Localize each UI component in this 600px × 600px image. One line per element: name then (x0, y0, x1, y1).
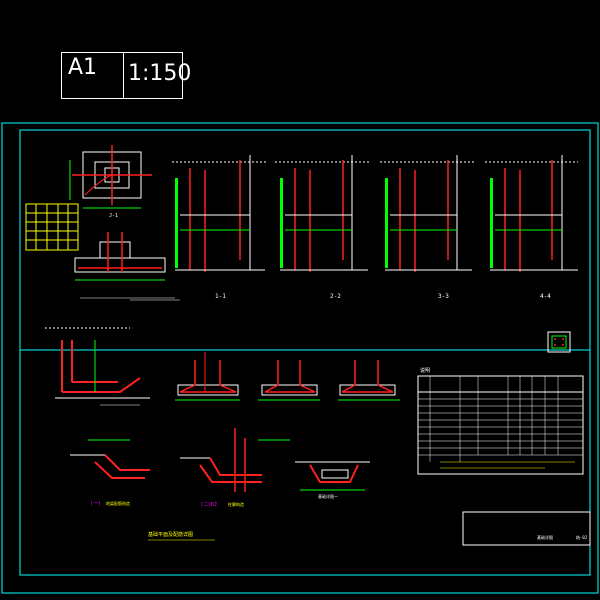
detail-3-label: 基础详图一 (318, 493, 338, 499)
bottom-caption: 基础平面及配筋详图 (148, 531, 193, 538)
footing-detail-c (338, 360, 400, 401)
section-4-label: 4-4 (540, 293, 551, 300)
column-footing-kz-detail: (二)KZ 柱脚构造 (180, 428, 290, 508)
drawing-frame (19, 129, 591, 576)
detail-1-label: (一) (90, 501, 101, 507)
column-elevation-4: 4-4 (485, 155, 578, 300)
column-section-small (547, 331, 571, 353)
section-1-label: 1-1 (215, 293, 226, 300)
rebar-table-small (25, 203, 79, 251)
column-elevation-3: 3-3 (380, 155, 475, 300)
footing-detail-a (175, 352, 240, 401)
section-2-label: 2-2 (330, 293, 341, 300)
footing-detail-b (258, 360, 320, 401)
scale-label: 1:150 (128, 61, 192, 86)
pit-detail: 基础详图一 (295, 461, 370, 499)
title-block-number: 结-02 (576, 534, 588, 540)
sheet-size-label: A1 (68, 55, 98, 80)
detail-2-suffix: 柱脚构造 (228, 501, 244, 507)
top-detail-label: J-1 (109, 213, 118, 219)
schedule-table: 说明 (417, 367, 584, 475)
outer-frame (1, 122, 599, 594)
foundation-plan-detail: J-1 (69, 145, 152, 219)
foundation-section-1 (74, 232, 180, 301)
title-block-name: 基础详图 (537, 534, 553, 540)
title-block: 基础详图 结-02 (462, 511, 591, 546)
scale-box-divider (123, 53, 124, 98)
ground-beam-detail: (一) 地梁配筋构造 (70, 439, 150, 507)
detail-1-suffix: 地梁配筋构造 (106, 500, 130, 506)
notes-heading: 说明 (420, 367, 430, 374)
detail-2-label: (二)KZ (200, 502, 217, 508)
wall-footing-detail (45, 327, 150, 406)
column-elevation-1: 1-1 (172, 155, 268, 300)
column-elevation-2: 2-2 (275, 155, 370, 300)
section-3-label: 3-3 (438, 293, 449, 300)
scale-box: A1 1:150 (61, 52, 191, 99)
